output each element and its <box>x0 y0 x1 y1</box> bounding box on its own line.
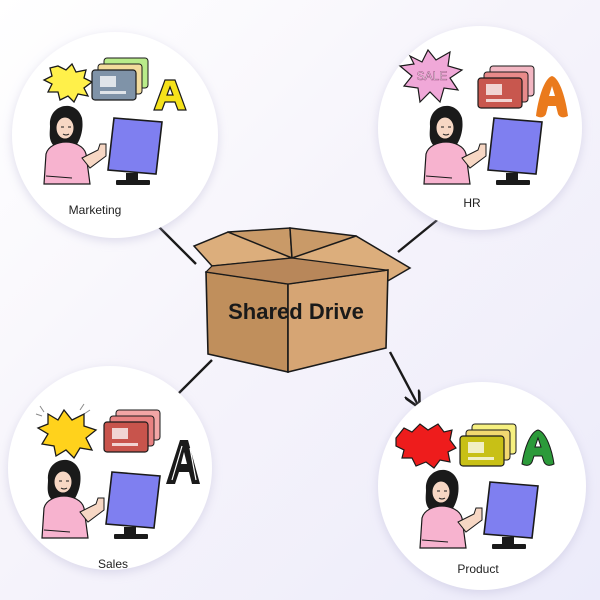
letter-a-icon <box>166 440 200 484</box>
card-stack-icon <box>91 57 149 101</box>
card-stack-icon <box>477 65 535 109</box>
team-product: Product <box>378 382 586 590</box>
team-hr: SALE HR <box>378 26 582 230</box>
burst-icon: SALE <box>398 48 464 104</box>
burst-text: SALE <box>417 69 448 83</box>
letter-a-icon <box>536 76 568 118</box>
team-circle <box>378 382 586 590</box>
shared-drive-box: Shared Drive <box>192 227 412 374</box>
burst-icon <box>36 408 98 460</box>
team-marketing: Marketing <box>12 32 218 238</box>
burst-icon <box>395 423 457 469</box>
team-label-marketing: Marketing <box>69 203 122 217</box>
letter-a-icon <box>521 429 555 466</box>
card-stack-icon <box>103 409 161 453</box>
team-label-product: Product <box>457 562 499 576</box>
shared-drive-label: Shared Drive <box>228 299 364 324</box>
team-label-sales: Sales <box>98 557 128 571</box>
arrow-to-product <box>388 351 418 405</box>
card-stack-icon <box>459 423 517 467</box>
letter-a-icon <box>153 79 187 111</box>
burst-sparkle-marks <box>35 403 91 417</box>
burst-icon <box>42 62 94 104</box>
team-sales: Sales <box>8 366 212 571</box>
team-label-hr: HR <box>463 196 481 210</box>
